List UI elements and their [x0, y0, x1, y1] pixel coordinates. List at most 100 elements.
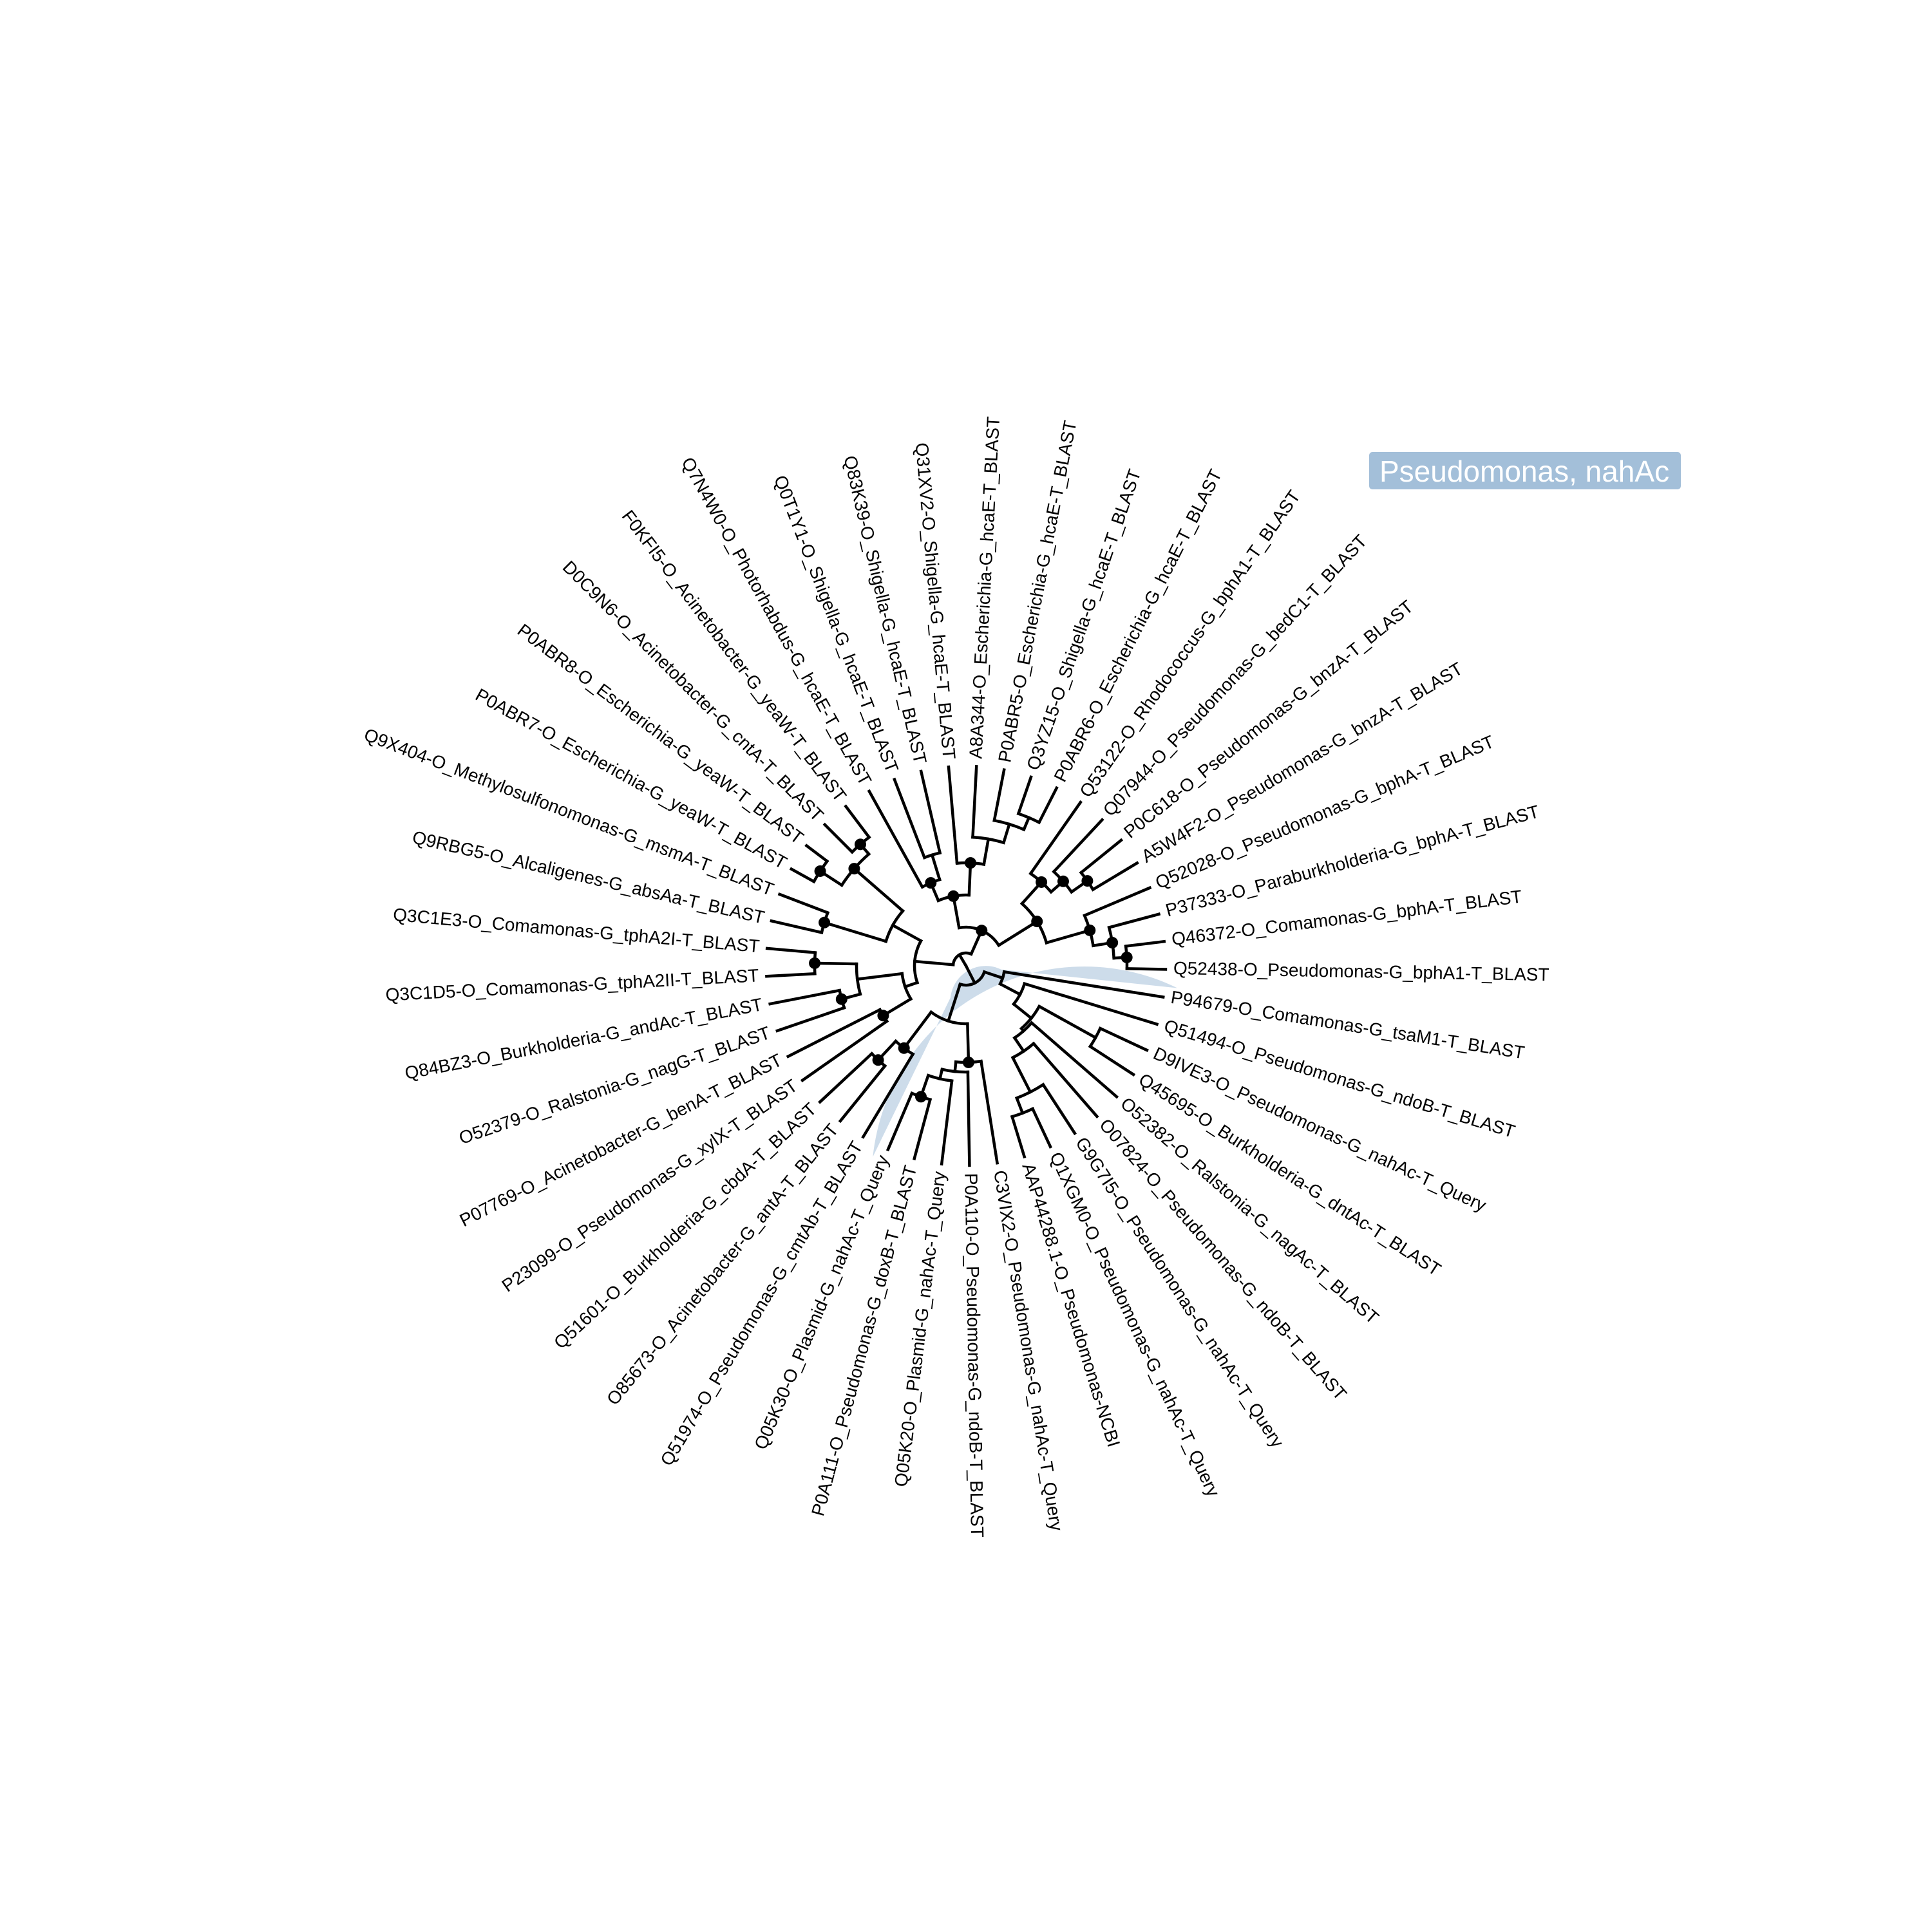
branch-109 — [996, 919, 1039, 948]
support-node-10 — [854, 838, 866, 851]
branch-102 — [1001, 822, 1012, 845]
branch-119 — [1079, 838, 1124, 875]
branch-12 — [1098, 1026, 1149, 1053]
branch-120 — [1091, 861, 1139, 892]
branch-53 — [903, 981, 920, 989]
branch-129 — [1124, 939, 1166, 948]
branch-70 — [884, 909, 905, 943]
branch-37 — [940, 1079, 954, 1166]
branch-74 — [777, 892, 830, 915]
branch-130 — [1125, 967, 1168, 971]
branch-11 — [1088, 1026, 1103, 1049]
branch-21 — [1014, 1082, 1045, 1100]
branch-49 — [957, 952, 969, 968]
branch-95 — [919, 769, 942, 855]
branch-104 — [992, 768, 1006, 822]
branch-105 — [1021, 815, 1031, 832]
support-node-16 — [1036, 876, 1048, 888]
support-node-15 — [1031, 916, 1043, 928]
branch-75 — [852, 866, 905, 913]
branch-126 — [1107, 912, 1161, 930]
branch-52 — [913, 939, 923, 984]
support-node-7 — [819, 916, 831, 928]
support-node-17 — [1057, 875, 1069, 887]
support-node-18 — [1081, 875, 1094, 887]
support-node-21 — [1121, 951, 1133, 963]
branch-54 — [900, 972, 913, 1001]
branch-83 — [822, 822, 855, 854]
branch-71 — [822, 920, 888, 943]
support-node-2 — [898, 1042, 910, 1054]
clade-label: Pseudomonas, nahAc — [1369, 452, 1681, 489]
tip-label: Q84BZ3-O_Burkholderia-G_andAc-T_BLAST — [403, 994, 764, 1083]
branch-17 — [1012, 1035, 1026, 1053]
support-node-12 — [947, 890, 960, 902]
branch-80 — [804, 843, 829, 863]
branch-23 — [1014, 1096, 1025, 1115]
branch-8 — [1011, 1002, 1034, 1021]
branch-107 — [1016, 775, 1033, 816]
branch-41 — [886, 1091, 914, 1152]
support-node-14 — [964, 857, 976, 869]
branch-79 — [789, 867, 816, 884]
branch-27 — [946, 982, 962, 1023]
branch-34 — [966, 1070, 971, 1167]
branch-25 — [1030, 1107, 1053, 1149]
branch-48 — [818, 1051, 874, 1104]
branch-10 — [1037, 1004, 1098, 1040]
branch-16 — [1029, 1021, 1119, 1099]
branch-19 — [1031, 1041, 1099, 1119]
branch-1 — [958, 970, 987, 987]
support-node-3 — [872, 1054, 884, 1066]
clade-label-text: Pseudomonas, nahAc — [1379, 455, 1669, 488]
branch-73 — [770, 919, 824, 934]
branch-91 — [867, 789, 925, 889]
support-node-9 — [814, 865, 826, 877]
tip-label: A8A344-O_Escherichia-G_hcaE-T_BLAST — [965, 416, 1003, 759]
branch-50 — [951, 951, 974, 966]
branch-69 — [891, 923, 923, 943]
branch-92 — [930, 853, 942, 881]
branch-28 — [929, 1010, 969, 1026]
branch-4 — [1002, 970, 1165, 999]
tip-label: Q3C1D5-O_Comamonas-G_tphA2II-T_BLAST — [385, 965, 759, 1004]
branch-0 — [963, 963, 977, 985]
branch-18 — [1010, 1041, 1036, 1060]
support-node-6 — [809, 957, 821, 969]
tip-label: P0ABR5-O_Escherichia-G_hcaE-T_BLAST — [994, 419, 1080, 764]
branch-44 — [861, 1052, 915, 1139]
branch-57 — [800, 1019, 889, 1082]
branch-35 — [938, 1068, 944, 1081]
tip-label: P0A110-O_Pseudomonas-G_ndoB-T_BLAST — [961, 1173, 987, 1538]
branch-113 — [1028, 800, 1083, 876]
branch-116 — [1052, 818, 1104, 874]
branch-47 — [838, 1064, 887, 1124]
branch-32 — [953, 1060, 958, 1073]
clade-label-box — [1369, 452, 1681, 489]
branch-99 — [982, 837, 990, 867]
support-node-20 — [1106, 937, 1119, 949]
branch-22 — [1041, 1082, 1077, 1136]
branch-123 — [1083, 885, 1152, 918]
support-node-13 — [925, 877, 937, 889]
branch-51 — [913, 959, 955, 966]
branch-2 — [982, 970, 1005, 980]
branch-6 — [1011, 981, 1027, 1006]
clade-highlight — [873, 966, 1178, 1157]
branch-7 — [1023, 981, 1159, 1026]
branch-68 — [765, 947, 817, 954]
branch-98 — [947, 765, 959, 865]
support-node-0 — [962, 1056, 974, 1068]
branch-64 — [768, 988, 842, 1006]
branch-40 — [913, 1097, 933, 1161]
branch-13 — [1088, 1044, 1136, 1077]
branch-65 — [813, 961, 858, 966]
branch-63 — [775, 1006, 846, 1033]
support-node-8 — [848, 863, 860, 875]
branch-94 — [892, 777, 927, 860]
branch-29 — [966, 1022, 971, 1064]
branch-58 — [786, 1008, 882, 1059]
branch-5 — [998, 982, 1023, 997]
support-node-4 — [877, 1010, 889, 1022]
